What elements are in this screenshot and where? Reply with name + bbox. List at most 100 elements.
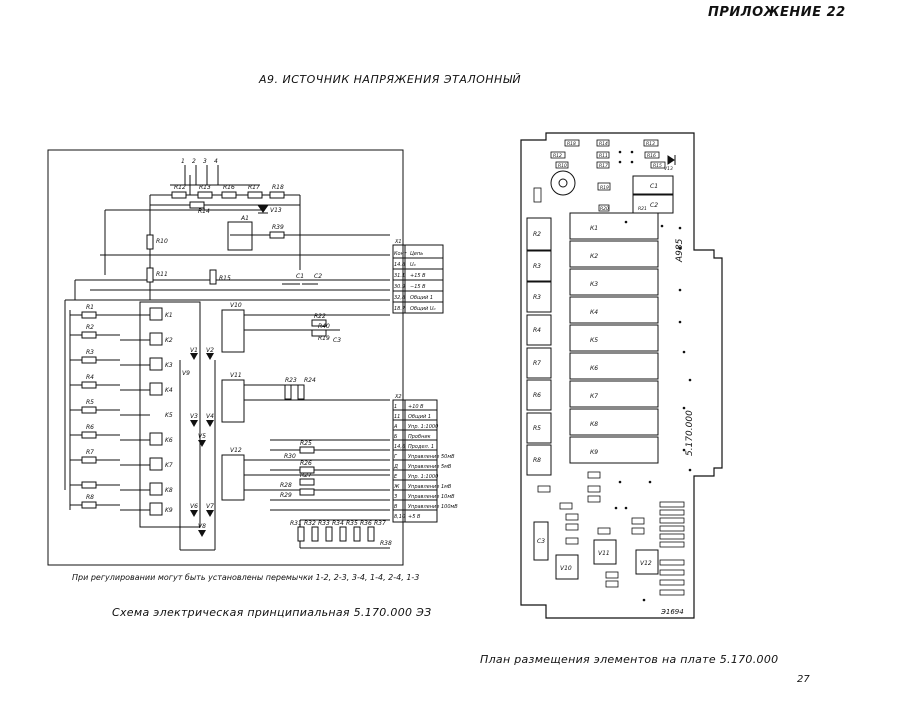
chip-label: V11 <box>598 550 610 557</box>
resistor-label: R36 <box>360 520 372 527</box>
connector-cell: Упр. 1:1000 <box>408 474 438 480</box>
relay-label: К8 <box>590 421 598 428</box>
pin-label: 1 <box>181 158 185 165</box>
part-label: R14 <box>599 141 608 147</box>
resistor-label: R32 <box>304 520 316 527</box>
relay-label: K4 <box>165 387 173 394</box>
relay-label: K1 <box>165 312 173 319</box>
part-label: V13 <box>664 166 673 172</box>
connector-cell: Продел. 1 <box>408 444 434 450</box>
connector-cell: 14,6 <box>394 444 405 450</box>
relay-label: К9 <box>590 449 598 456</box>
connector-cell: 8,10 <box>394 514 405 520</box>
relay-label: К5 <box>590 337 598 344</box>
resistor-label: R35 <box>346 520 358 527</box>
part-label: R23 <box>285 377 297 384</box>
resistor-label: R30 <box>284 453 296 460</box>
resistor-label: R38 <box>380 540 392 547</box>
connector-cell: Д <box>393 464 398 470</box>
relay-label: К1 <box>590 225 598 232</box>
resistor-label: R4 <box>86 374 94 381</box>
board-marking: А985 <box>675 238 685 263</box>
connector-cell: Г <box>394 454 398 460</box>
resistor-label: R6 <box>86 424 94 431</box>
connector-ref: X1 <box>394 239 402 245</box>
connector-cell: З <box>394 494 398 500</box>
capacitor-label: C1 <box>650 183 658 190</box>
part-label: R19 <box>600 185 609 191</box>
connector-cell: 11 <box>394 414 400 420</box>
part-label: R20 <box>600 206 609 212</box>
connector-cell: +15 В <box>410 273 426 279</box>
resistor-label: R8 <box>86 494 94 501</box>
part-label: R3 <box>533 263 541 270</box>
connector-cell: Управление 1мВ <box>408 484 452 490</box>
resistor-label: R33 <box>318 520 330 527</box>
board-marking: 5.170.000 <box>685 410 695 456</box>
relay-label: К7 <box>590 393 598 400</box>
resistor-label: R37 <box>374 520 386 527</box>
relay-label: K3 <box>165 362 173 369</box>
resistor-label: R27 <box>300 472 312 479</box>
connector-cell: А <box>393 424 398 430</box>
connector-cell: Управление 5мВ <box>408 464 452 470</box>
connector-cell: Общий U₀ <box>410 306 435 312</box>
jumper-note: При регулировании могут быть установлены… <box>72 573 420 582</box>
ic-label: V12 <box>230 447 242 454</box>
relay-label: K9 <box>165 507 173 514</box>
connector-cell: В <box>394 504 398 510</box>
capacitor-label: C3 <box>537 538 545 545</box>
pin-label: 3 <box>203 158 207 165</box>
part-label: R17 <box>599 163 608 169</box>
ic-label: V10 <box>230 302 242 309</box>
relay-label: K2 <box>165 337 173 344</box>
resistor-label: R31 <box>290 520 302 527</box>
resistor-label: R25 <box>300 440 312 447</box>
part-label: R3 <box>533 294 541 301</box>
relay-label: K5 <box>165 412 173 419</box>
diode-label: V2 <box>206 347 214 354</box>
part-label: R12 <box>553 153 562 159</box>
resistor-label: R26 <box>300 460 312 467</box>
relay-label: К4 <box>590 309 598 316</box>
diode-label: V6 <box>190 503 198 510</box>
connector-cell: Е <box>394 474 398 480</box>
ic-label: V11 <box>230 372 242 379</box>
diode-label: V13 <box>270 207 282 214</box>
resistor-label: R2 <box>86 324 94 331</box>
connector-cell: 32,8 <box>394 295 405 301</box>
part-label: R21 <box>638 206 647 212</box>
resistor-label: R12 <box>174 184 186 191</box>
relay-label: К2 <box>590 253 598 260</box>
relay-label: К6 <box>590 365 598 372</box>
relay-label: K6 <box>165 437 173 444</box>
relay-label: К3 <box>590 281 598 288</box>
relay-label: K7 <box>165 462 173 469</box>
connector-cell: −15 В <box>410 284 426 290</box>
resistor-label: R7 <box>86 449 94 456</box>
resistor-label: R17 <box>248 184 260 191</box>
connector-cell: Управление 10мВ <box>408 494 455 500</box>
part-label: R15 <box>219 275 231 282</box>
board-marking: Э1694 <box>660 608 684 616</box>
connector-cell: 30.9 <box>394 284 405 290</box>
relay-label: K8 <box>165 487 173 494</box>
part-label: R18 <box>567 141 576 147</box>
board-outline <box>520 132 723 619</box>
connector-header: Конт <box>394 251 408 257</box>
diode-label: V1 <box>190 347 198 354</box>
part-label: R6 <box>533 392 541 399</box>
part-label: R24 <box>304 377 316 384</box>
resistor-label: R28 <box>280 482 292 489</box>
resistor-label: R18 <box>272 184 284 191</box>
resistor-label: R1 <box>86 304 94 311</box>
pin-label: 4 <box>214 158 218 165</box>
connector-cell: +10 В <box>408 404 424 410</box>
opamp-label: A1 <box>240 215 249 222</box>
connector-cell: 14.8 <box>394 262 405 268</box>
connector-cell: Управление 50мВ <box>408 454 455 460</box>
connector-cell: U₀ <box>410 262 416 268</box>
part-label: R7 <box>533 360 541 367</box>
part-label: R15 <box>653 163 662 169</box>
